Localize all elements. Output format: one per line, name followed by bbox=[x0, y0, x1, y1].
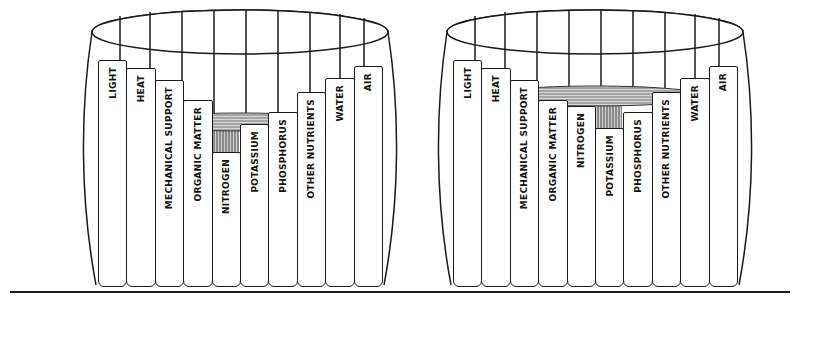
barrel-stave: PHOSPHORUS bbox=[623, 112, 652, 287]
stave-label: HEAT bbox=[134, 75, 148, 102]
stave-label: WATER bbox=[333, 85, 347, 122]
stave-label: LIGHT bbox=[106, 67, 120, 99]
barrel-stave: MECHANICAL SUPPORT bbox=[510, 80, 539, 287]
barrel-stave: ORGANIC MATTER bbox=[183, 100, 212, 287]
stave-label: POTASSIUM bbox=[248, 131, 262, 193]
barrel-stave: ORGANIC MATTER bbox=[538, 100, 567, 287]
barrel-stave: WATER bbox=[680, 78, 709, 287]
stave-label: PHOSPHORUS bbox=[276, 119, 290, 193]
ground-line bbox=[10, 291, 790, 293]
barrel-stave: LIGHT bbox=[98, 60, 127, 287]
barrel-stave: OTHER NUTRIENTS bbox=[652, 92, 681, 287]
stave-label: POTASSIUM bbox=[603, 135, 617, 197]
stave-label: AIR bbox=[361, 73, 375, 91]
barrel-stave: NITROGEN bbox=[212, 152, 241, 287]
barrel-stave: LIGHT bbox=[453, 60, 482, 287]
barrel-stave: NITROGEN bbox=[567, 106, 596, 287]
barrel-stave: POTASSIUM bbox=[595, 128, 624, 287]
stave-label: MECHANICAL SUPPORT bbox=[162, 87, 176, 209]
stave-label: NITROGEN bbox=[219, 159, 233, 214]
barrel-stave: AIR bbox=[354, 66, 383, 287]
stave-label: OTHER NUTRIENTS bbox=[659, 99, 673, 199]
barrel-stave: POTASSIUM bbox=[240, 124, 269, 287]
barrel-stave: HEAT bbox=[126, 68, 155, 287]
stave-label: AIR bbox=[716, 73, 730, 91]
barrel-stave: AIR bbox=[709, 66, 738, 287]
stave-label: MECHANICAL SUPPORT bbox=[517, 87, 531, 209]
stave-label: NITROGEN bbox=[574, 113, 588, 168]
stave-label: ORGANIC MATTER bbox=[191, 107, 205, 202]
barrel-stave: PHOSPHORUS bbox=[268, 112, 297, 287]
stave-label: OTHER NUTRIENTS bbox=[304, 99, 318, 199]
barrel-stave: WATER bbox=[325, 78, 354, 287]
barrel-stave: HEAT bbox=[481, 68, 510, 287]
stave-label: LIGHT bbox=[461, 67, 475, 99]
stave-label: ORGANIC MATTER bbox=[546, 107, 560, 202]
stave-label: WATER bbox=[688, 85, 702, 122]
stave-label: HEAT bbox=[489, 75, 503, 102]
stave-label: PHOSPHORUS bbox=[631, 119, 645, 193]
barrel-stave: OTHER NUTRIENTS bbox=[297, 92, 326, 287]
barrel-stave: MECHANICAL SUPPORT bbox=[155, 80, 184, 287]
